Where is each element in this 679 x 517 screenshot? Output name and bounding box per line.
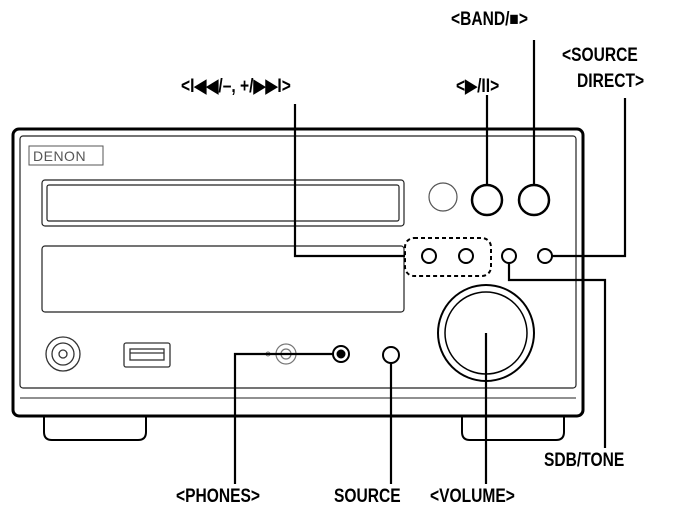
skip-back-button[interactable] <box>421 248 437 264</box>
band-stop-button[interactable] <box>517 183 551 217</box>
usb-port <box>123 342 171 368</box>
source-direct-button[interactable] <box>537 248 553 264</box>
label-volume: <VOLUME> <box>430 486 515 507</box>
leader-lines <box>233 40 627 484</box>
skip-buttons-group <box>404 237 492 277</box>
label-source-direct-line1: <SOURCE <box>562 45 638 66</box>
label-source: SOURCE <box>334 486 401 507</box>
feet <box>43 413 565 441</box>
label-band-stop: <BAND/■> <box>451 9 528 30</box>
skip-forward-button[interactable] <box>458 248 474 264</box>
brand-logo-text: DENON <box>33 148 87 164</box>
antenna-jack <box>45 336 81 372</box>
label-sdb-tone: SDB/TONE <box>544 450 625 471</box>
label-phones: <PHONES> <box>176 486 260 507</box>
remote-sensor <box>428 182 458 212</box>
sdb-tone-button[interactable] <box>501 248 517 264</box>
label-source-direct-line2: DIRECT> <box>577 71 645 92</box>
label-skip: <I◀◀/–, +/▶▶I> <box>181 76 291 97</box>
label-play-pause: <▶/II> <box>456 76 500 97</box>
brand-box <box>28 145 104 166</box>
display-window <box>41 245 405 313</box>
play-pause-button[interactable] <box>470 183 504 217</box>
disc-slot <box>41 179 405 227</box>
source-button[interactable] <box>382 346 400 364</box>
headphone-jack[interactable] <box>332 345 350 363</box>
